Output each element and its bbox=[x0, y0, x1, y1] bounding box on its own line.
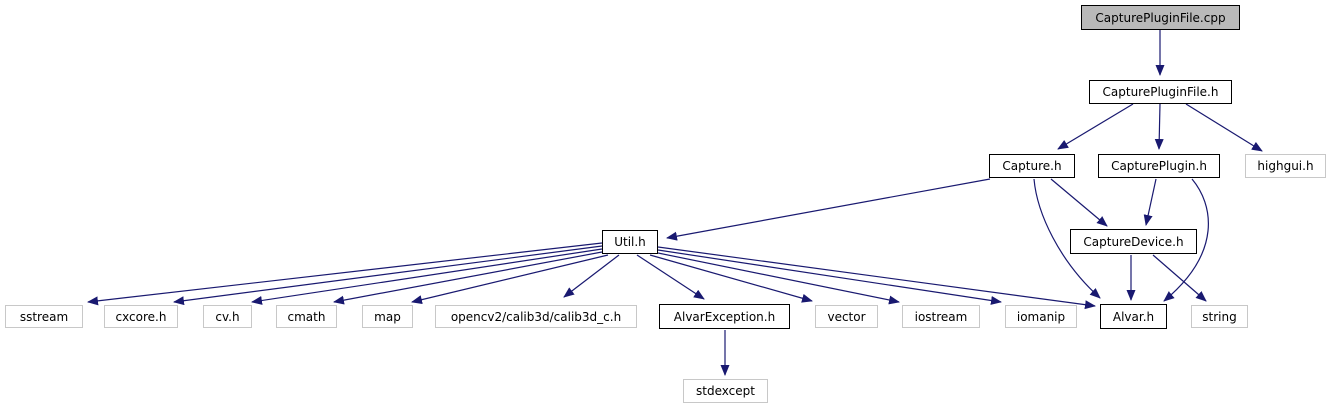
edge-capture-h-to-util-h bbox=[666, 178, 991, 241]
node-iomanip: iomanip bbox=[1005, 305, 1077, 328]
edge-util-h-to-vector bbox=[649, 254, 813, 303]
edge-util-h-to-sstream bbox=[87, 242, 603, 306]
node-capturepluginfile-cpp: CapturePluginFile.cpp bbox=[1081, 5, 1240, 30]
node-capture-h[interactable]: Capture.h bbox=[989, 154, 1075, 178]
edge-captureplugin-h-to-alvar-h bbox=[1163, 178, 1209, 302]
edge-capture-h-to-alvar-h bbox=[1033, 178, 1101, 299]
node-captureplugin-h[interactable]: CapturePlugin.h bbox=[1098, 154, 1220, 178]
edge-util-h-to-cmath bbox=[333, 251, 603, 305]
node-cmath: cmath bbox=[276, 305, 337, 328]
edge-captureplugin-h-to-capturedevice-h bbox=[1143, 178, 1157, 226]
node-iostream: iostream bbox=[902, 305, 980, 328]
edge-capturedevice-h-to-string bbox=[1152, 254, 1207, 302]
node-util-h[interactable]: Util.h bbox=[602, 230, 658, 254]
edge-util-h-to-alvar-h bbox=[657, 246, 1096, 310]
node-cxcore-h: cxcore.h bbox=[104, 305, 178, 328]
node-stdexcept: stdexcept bbox=[683, 379, 768, 403]
node-capturedevice-h[interactable]: CaptureDevice.h bbox=[1070, 229, 1197, 254]
node-string: string bbox=[1191, 305, 1248, 328]
node-alvar-h[interactable]: Alvar.h bbox=[1100, 304, 1167, 329]
node-highgui-h: highgui.h bbox=[1245, 154, 1326, 178]
edge-util-h-to-iomanip bbox=[657, 249, 1002, 305]
edge-capture-h-to-capturedevice-h bbox=[1050, 178, 1108, 227]
node-sstream: sstream bbox=[5, 305, 83, 328]
node-capturepluginfile-h[interactable]: CapturePluginFile.h bbox=[1089, 80, 1232, 104]
node-opencv2-calib3d-c-h: opencv2/calib3d/calib3d_c.h bbox=[435, 305, 637, 328]
edge-util-h-to-cv-h bbox=[251, 248, 603, 305]
node-cv-h: cv.h bbox=[203, 305, 252, 328]
edge-util-h-to-map bbox=[411, 254, 609, 305]
edge-util-h-to-opencv2-calib3d bbox=[563, 254, 620, 298]
edge-util-h-to-cxcore-h bbox=[173, 245, 603, 306]
edge-util-h-to-alvarexception-h bbox=[636, 254, 705, 300]
edge-capturepluginfile-h-to-highgui-h bbox=[1185, 103, 1263, 152]
edge-capturepluginfile-h-to-captureplugin-h bbox=[1154, 103, 1164, 150]
node-vector: vector bbox=[815, 305, 878, 328]
edge-util-h-to-iostream bbox=[657, 252, 900, 305]
node-alvarexception-h[interactable]: AlvarException.h bbox=[659, 304, 790, 329]
edge-capturepluginfile-h-to-capture-h bbox=[1057, 103, 1134, 150]
node-map: map bbox=[362, 305, 413, 328]
